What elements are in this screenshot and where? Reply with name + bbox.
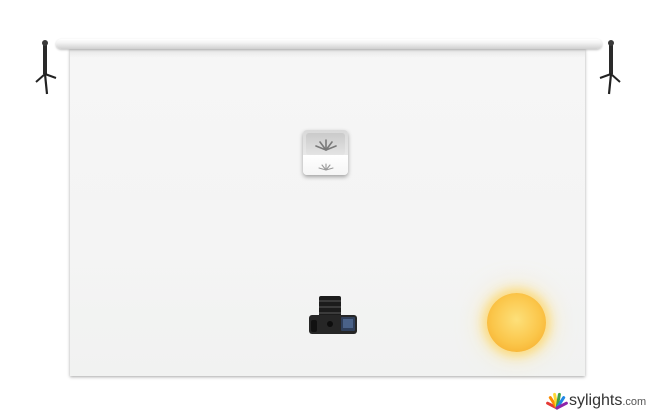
logo-suffix: .com: [622, 395, 647, 408]
softbox-icon: [303, 130, 348, 175]
sylights-logo: sylights.com: [546, 391, 646, 411]
light-burst-icon: [315, 139, 337, 151]
backdrop-top-shadow: [70, 48, 585, 58]
logo-petal: [555, 401, 568, 410]
backdrop-stand-right-icon: [599, 40, 621, 95]
sun-icon: [487, 293, 546, 352]
logo-mark-icon: [546, 392, 568, 410]
backdrop-roll: [56, 39, 602, 49]
camera-icon: [309, 296, 357, 334]
light-burst-small-icon: [318, 163, 334, 171]
logo-wordmark: sylights.com: [569, 391, 647, 409]
backdrop-stand-left-icon: [35, 40, 57, 95]
